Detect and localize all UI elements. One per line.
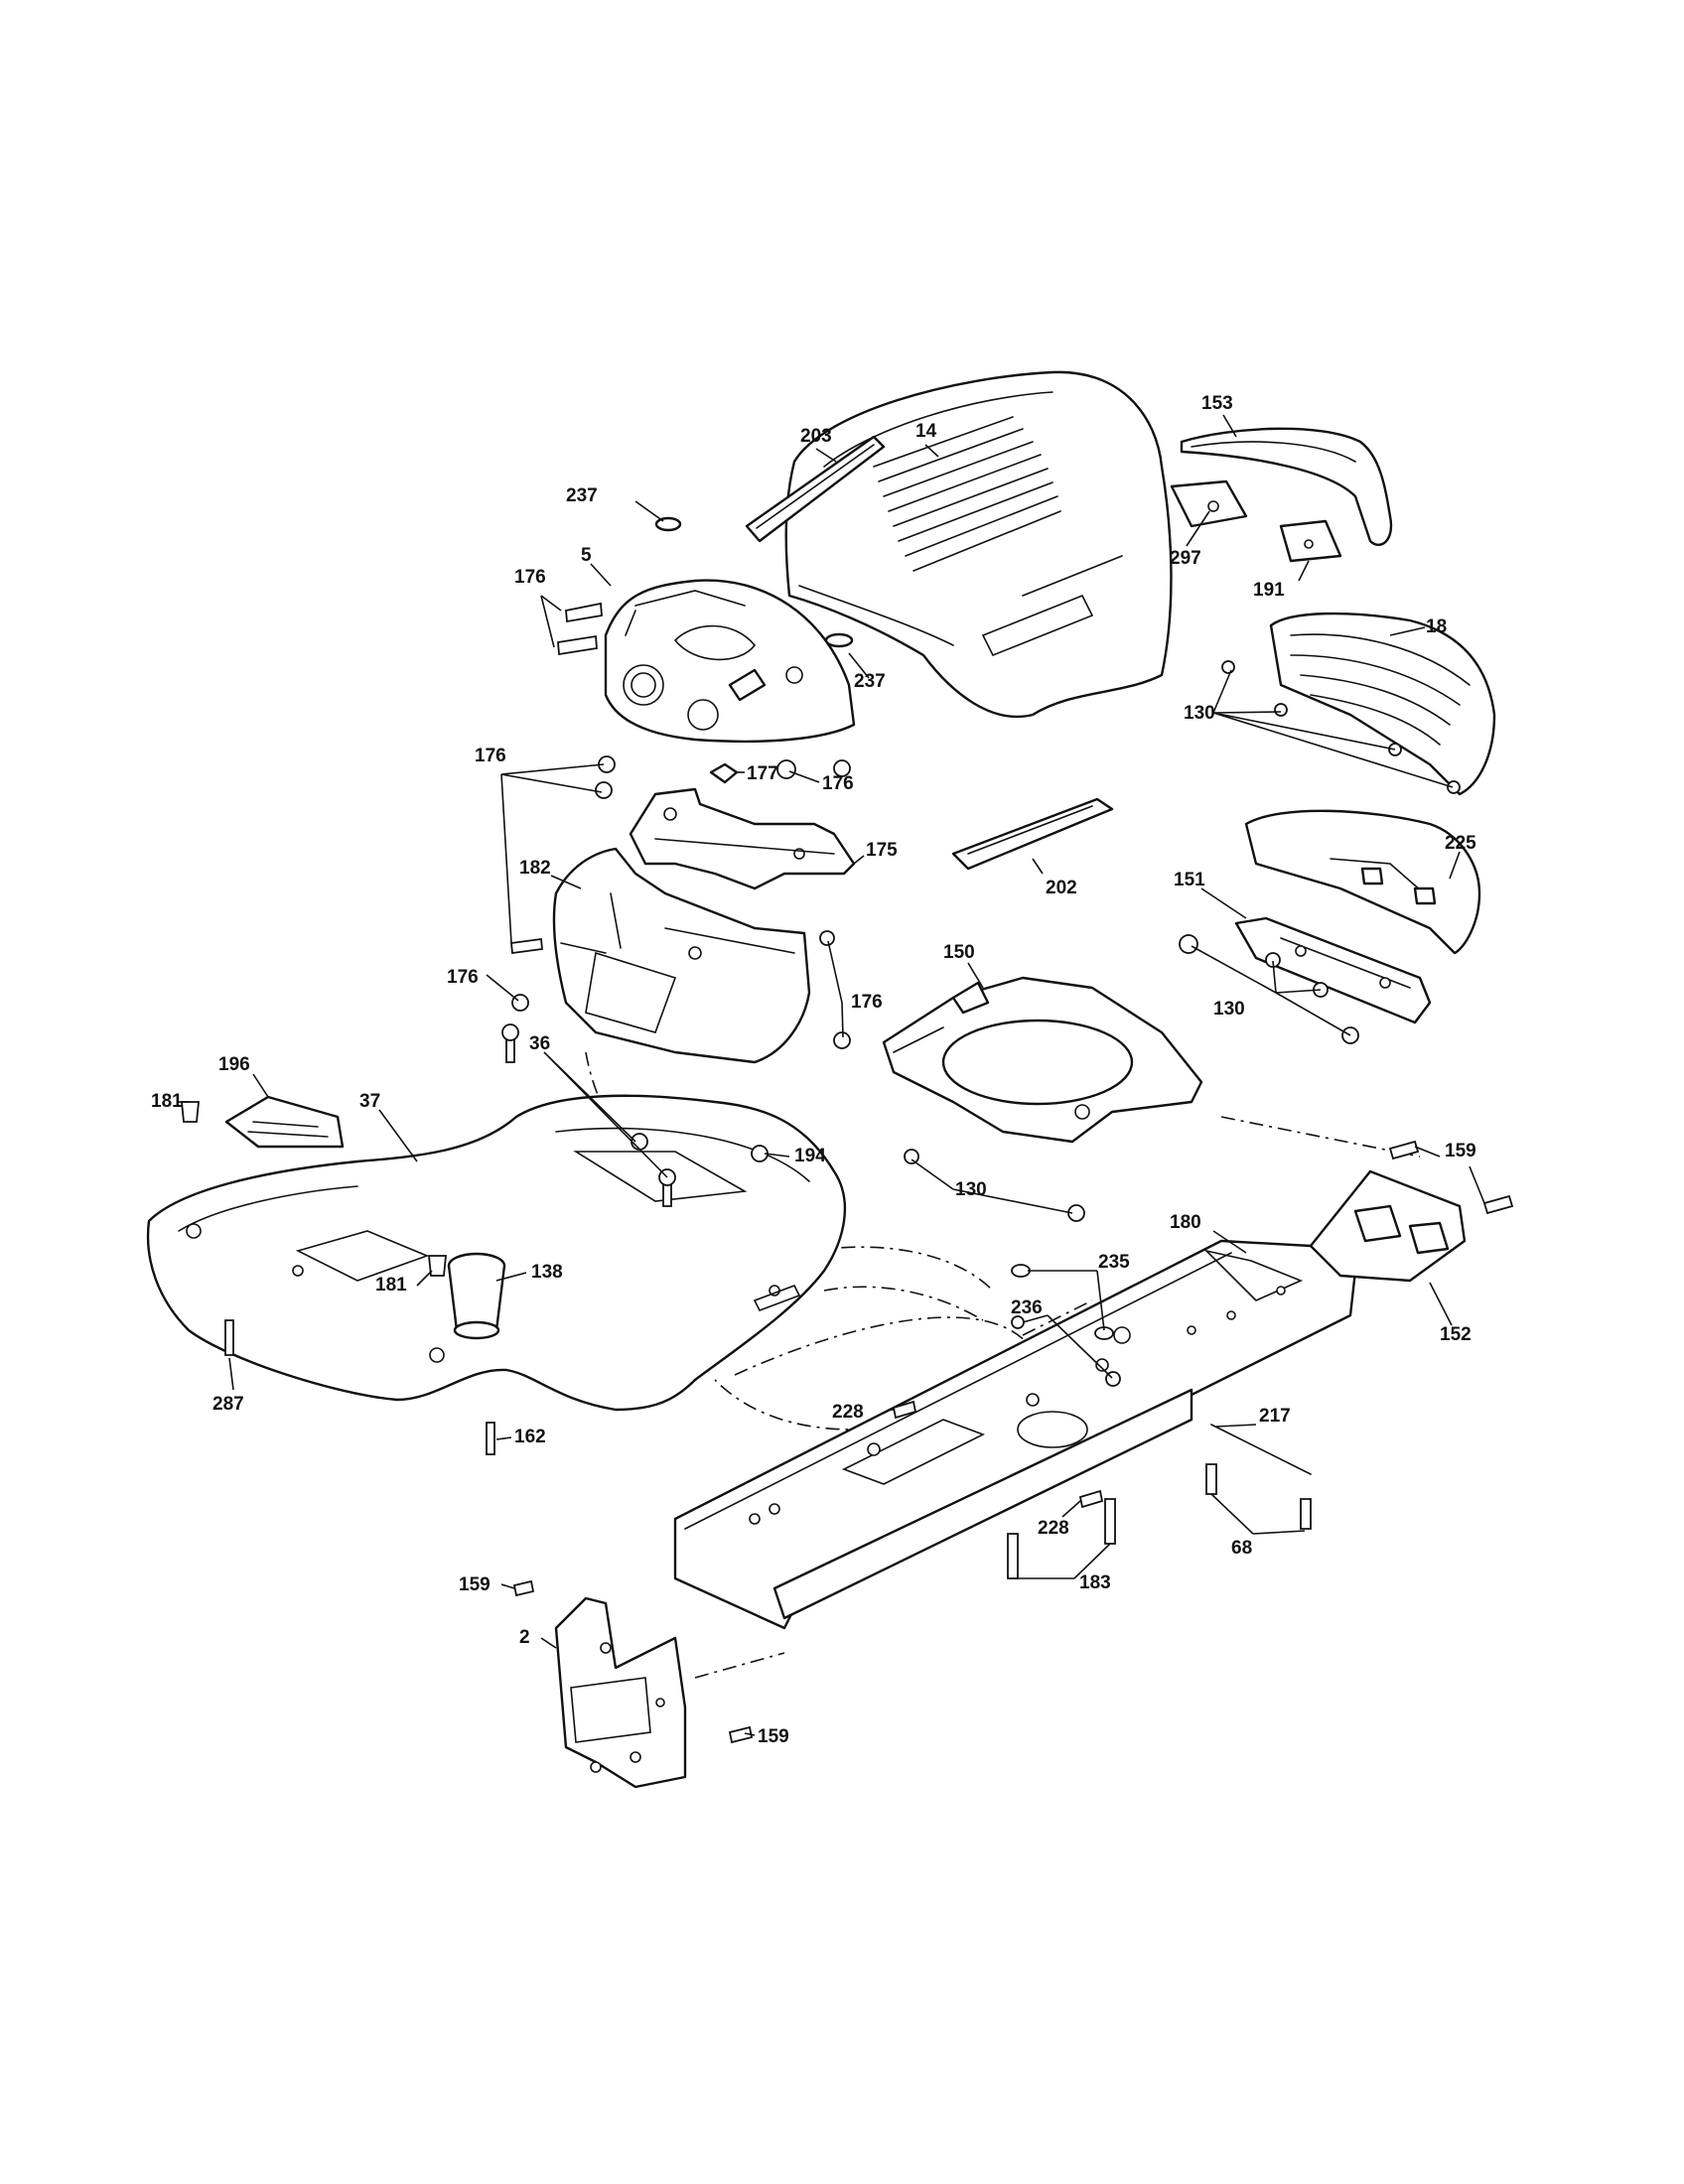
fasteners xyxy=(181,602,1514,1744)
callout-37: 37 xyxy=(359,1091,380,1112)
callout-14: 14 xyxy=(915,421,937,442)
frame-part-180 xyxy=(673,1239,1357,1630)
hood-vents xyxy=(873,416,1061,572)
callout-287: 287 xyxy=(212,1394,244,1415)
callout-196: 196 xyxy=(218,1054,250,1075)
callout-153: 153 xyxy=(1201,393,1233,414)
callout-237-lower: 237 xyxy=(854,671,886,692)
callout-162: 162 xyxy=(514,1427,546,1447)
callout-180: 180 xyxy=(1170,1212,1201,1233)
callout-177: 177 xyxy=(747,763,778,784)
callout-176-left: 176 xyxy=(475,746,506,766)
hood-part-14 xyxy=(784,370,1173,719)
callout-151: 151 xyxy=(1174,870,1205,890)
callout-36: 36 xyxy=(529,1033,550,1054)
callout-237-upper: 237 xyxy=(566,485,598,506)
callout-176-right: 176 xyxy=(822,773,854,794)
callout-297: 297 xyxy=(1170,548,1201,569)
callout-176-dash: 176 xyxy=(514,567,546,588)
callout-labels: 203 14 153 237 297 191 5 176 237 18 130 … xyxy=(151,393,1476,1747)
callout-130-grille: 130 xyxy=(1184,703,1215,724)
steering-bushing-part-138 xyxy=(447,1252,506,1340)
tray-part-150 xyxy=(882,976,1203,1144)
hood-trim-part-203 xyxy=(745,435,886,543)
clip-part-177 xyxy=(709,762,739,784)
callout-183: 183 xyxy=(1079,1572,1111,1593)
callout-225: 225 xyxy=(1445,833,1476,854)
lens-part-297 xyxy=(1170,479,1248,528)
fender-pad-part-196 xyxy=(224,1095,345,1149)
callout-130-tray: 130 xyxy=(955,1179,987,1200)
callout-2: 2 xyxy=(519,1627,530,1648)
bracket-part-151 xyxy=(1234,916,1432,1024)
leader-lines xyxy=(179,414,1485,1736)
callout-130-bracket: 130 xyxy=(1213,999,1245,1020)
callout-191: 191 xyxy=(1253,580,1285,601)
callout-194: 194 xyxy=(794,1146,826,1166)
callout-203: 203 xyxy=(800,426,832,447)
callout-176-lower: 176 xyxy=(447,967,479,988)
trim-part-153 xyxy=(1180,427,1393,547)
callout-18: 18 xyxy=(1426,616,1447,637)
dash-panel-part-5 xyxy=(604,579,856,744)
callout-235: 235 xyxy=(1098,1252,1130,1273)
callout-217: 217 xyxy=(1259,1406,1291,1427)
callout-181-left: 181 xyxy=(151,1091,183,1112)
callout-228-lower: 228 xyxy=(1038,1518,1069,1539)
callout-68: 68 xyxy=(1231,1538,1252,1559)
grille-part-18 xyxy=(1269,612,1496,796)
callout-175: 175 xyxy=(866,840,898,861)
callout-138: 138 xyxy=(531,1262,563,1283)
callout-228-upper: 228 xyxy=(832,1402,864,1423)
callout-152: 152 xyxy=(1440,1324,1472,1345)
callout-159-bottom: 159 xyxy=(758,1726,789,1747)
callout-150: 150 xyxy=(943,942,975,963)
callout-202: 202 xyxy=(1046,878,1077,898)
insert-part-202 xyxy=(951,797,1114,871)
bumper-part-225 xyxy=(1244,809,1481,955)
lower-console-part-182 xyxy=(552,847,811,1064)
rear-bracket-part-2 xyxy=(554,1596,687,1789)
callout-159-right: 159 xyxy=(1445,1141,1476,1161)
callout-181-center: 181 xyxy=(375,1275,407,1296)
plug-part-237-upper xyxy=(654,516,682,532)
callout-5: 5 xyxy=(581,545,592,566)
callout-159-left: 159 xyxy=(459,1574,491,1595)
front-bracket-part-152 xyxy=(1309,1169,1467,1283)
callout-176-console: 176 xyxy=(851,992,883,1013)
callout-236: 236 xyxy=(1011,1297,1043,1318)
dash-bracket-part-175 xyxy=(629,787,856,890)
lens-part-191 xyxy=(1279,519,1342,563)
callout-182: 182 xyxy=(519,858,551,879)
